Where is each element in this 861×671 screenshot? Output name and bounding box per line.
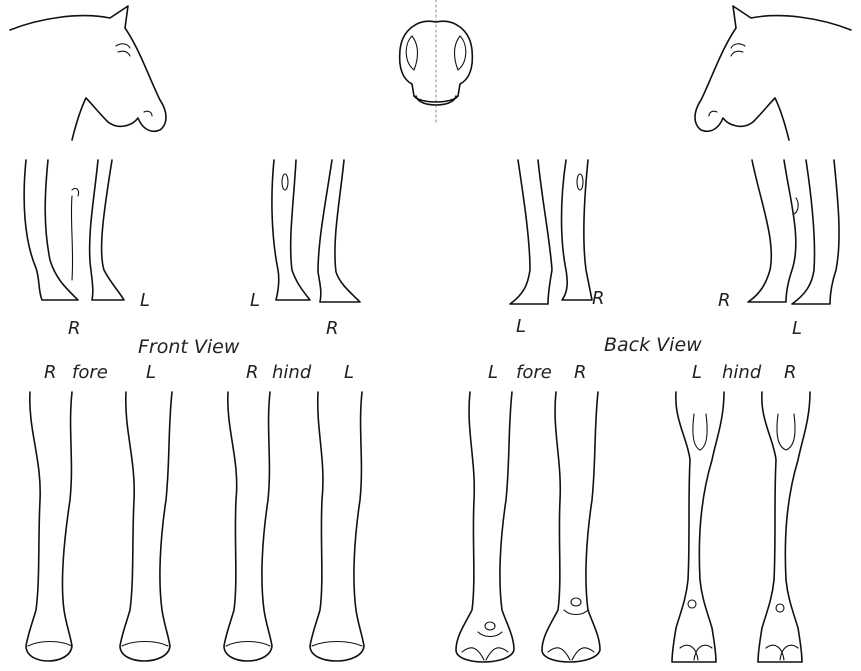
- back-side2-left-label: L: [792, 320, 802, 338]
- front-fore-label: fore: [72, 364, 108, 382]
- back-view-left-side-legs: [510, 160, 592, 304]
- back-side-left-label: L: [516, 318, 526, 336]
- left-horse-head-drawing: [10, 6, 166, 140]
- front-hind-right-leg: [224, 392, 272, 661]
- front-side-left-label: L: [140, 292, 150, 310]
- front-view-left-side-legs: [24, 160, 124, 300]
- back-fore-right-leg: [542, 392, 600, 662]
- poll-top-view-drawing: [400, 0, 473, 122]
- front-fore-left-label: L: [146, 364, 156, 382]
- back-side2-right-label: R: [718, 292, 731, 310]
- front-hind-left-leg: [310, 392, 364, 661]
- back-side-right-label: R: [592, 290, 605, 308]
- back-fore-left-leg: [456, 392, 514, 662]
- back-fore-right-label: R: [574, 364, 587, 382]
- front-fore-right-label: R: [44, 364, 57, 382]
- back-fore-left-label: L: [488, 364, 498, 382]
- front-fore-left-leg: [120, 392, 172, 661]
- back-hind-left-leg: [672, 392, 724, 662]
- front-hind-right-label: R: [246, 364, 259, 382]
- back-hind-right-leg: [758, 392, 810, 662]
- front-view-title: Front View: [138, 338, 239, 357]
- back-view-right-side-legs: [748, 160, 839, 304]
- front-fore-right-leg: [26, 392, 72, 661]
- back-hind-right-label: R: [784, 364, 797, 382]
- back-view-title: Back View: [604, 336, 702, 355]
- front-view-right-side-legs: [272, 160, 360, 302]
- front-side2-right-label: R: [326, 320, 339, 338]
- back-hind-left-label: L: [692, 364, 702, 382]
- front-side-right-label: R: [68, 320, 81, 338]
- right-horse-head-drawing: [695, 6, 851, 140]
- front-side2-left-label: L: [250, 292, 260, 310]
- back-hind-label: hind: [722, 364, 761, 382]
- front-hind-label: hind: [272, 364, 311, 382]
- front-hind-left-label: L: [344, 364, 354, 382]
- back-fore-label: fore: [516, 364, 552, 382]
